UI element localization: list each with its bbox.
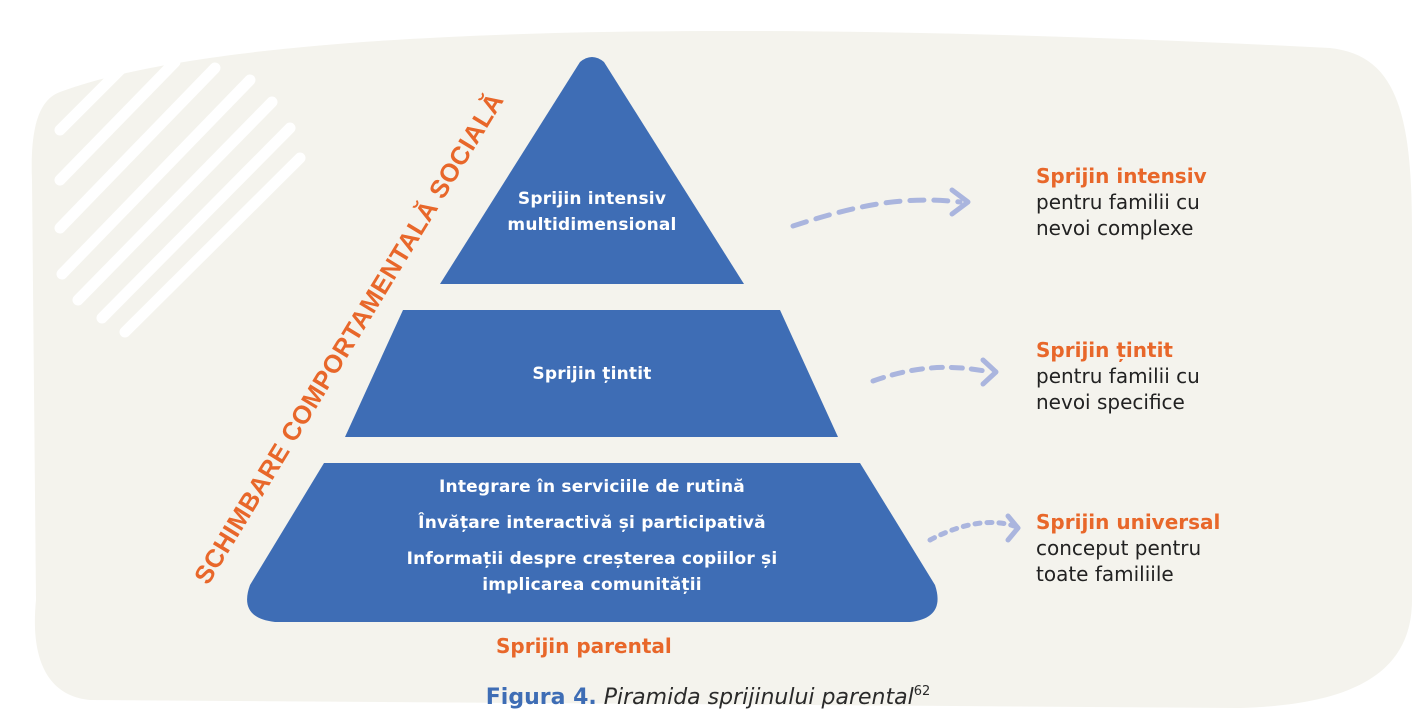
base-label: Sprijin parental [496,634,672,658]
label-targeted: Sprijin țintit pentru familii cu nevoi s… [1036,337,1200,415]
pyramid-top-tier [440,57,744,284]
label-universal-title: Sprijin universal [1036,510,1221,534]
arrow-bottom [927,513,1021,543]
middle-tier-line: Sprijin țintit [532,364,652,384]
label-intensive-line: pentru familii cu [1036,190,1200,214]
label-targeted-line: pentru familii cu [1036,364,1200,388]
bottom-tier-line: implicarea comunității [482,575,702,595]
bottom-tier-text: Integrare în serviciile de rutină Învăța… [340,474,844,598]
label-intensive-title: Sprijin intensiv [1036,164,1207,188]
figure-caption: Figura 4. Piramida sprijinului parental6… [0,684,1416,710]
figure-label: Figura 4. [485,685,597,710]
label-universal: Sprijin universal conceput pentru toate … [1036,509,1220,587]
figure-title: Piramida sprijinului parental [603,685,914,710]
bottom-tier-line: Integrare în serviciile de rutină [439,477,745,497]
footnote-marker: 62 [913,684,931,699]
label-intensive: Sprijin intensiv pentru familii cu nevoi… [1036,163,1207,241]
pyramid-middle-tier [345,310,838,437]
arrow-top [790,187,971,229]
label-universal-line: conceput pentru [1036,536,1202,560]
decorative-stripes [54,54,306,338]
top-tier-line: multidimensional [507,215,677,235]
middle-tier-text: Sprijin țintit [492,361,692,387]
label-intensive-line: nevoi complexe [1036,216,1194,240]
top-tier-line: Sprijin intensiv [517,189,667,209]
bottom-tier-line: Informații despre creșterea copiilor și [406,549,778,569]
arrow-middle [870,357,999,387]
pyramid-bottom-tier [247,463,938,622]
top-tier-text: Sprijin intensiv multidimensional [492,186,692,238]
label-targeted-title: Sprijin țintit [1036,338,1173,362]
label-universal-line: toate familiile [1036,562,1174,586]
bottom-tier-line: Învățare interactivă și participativă [418,513,766,533]
label-targeted-line: nevoi specifice [1036,390,1185,414]
